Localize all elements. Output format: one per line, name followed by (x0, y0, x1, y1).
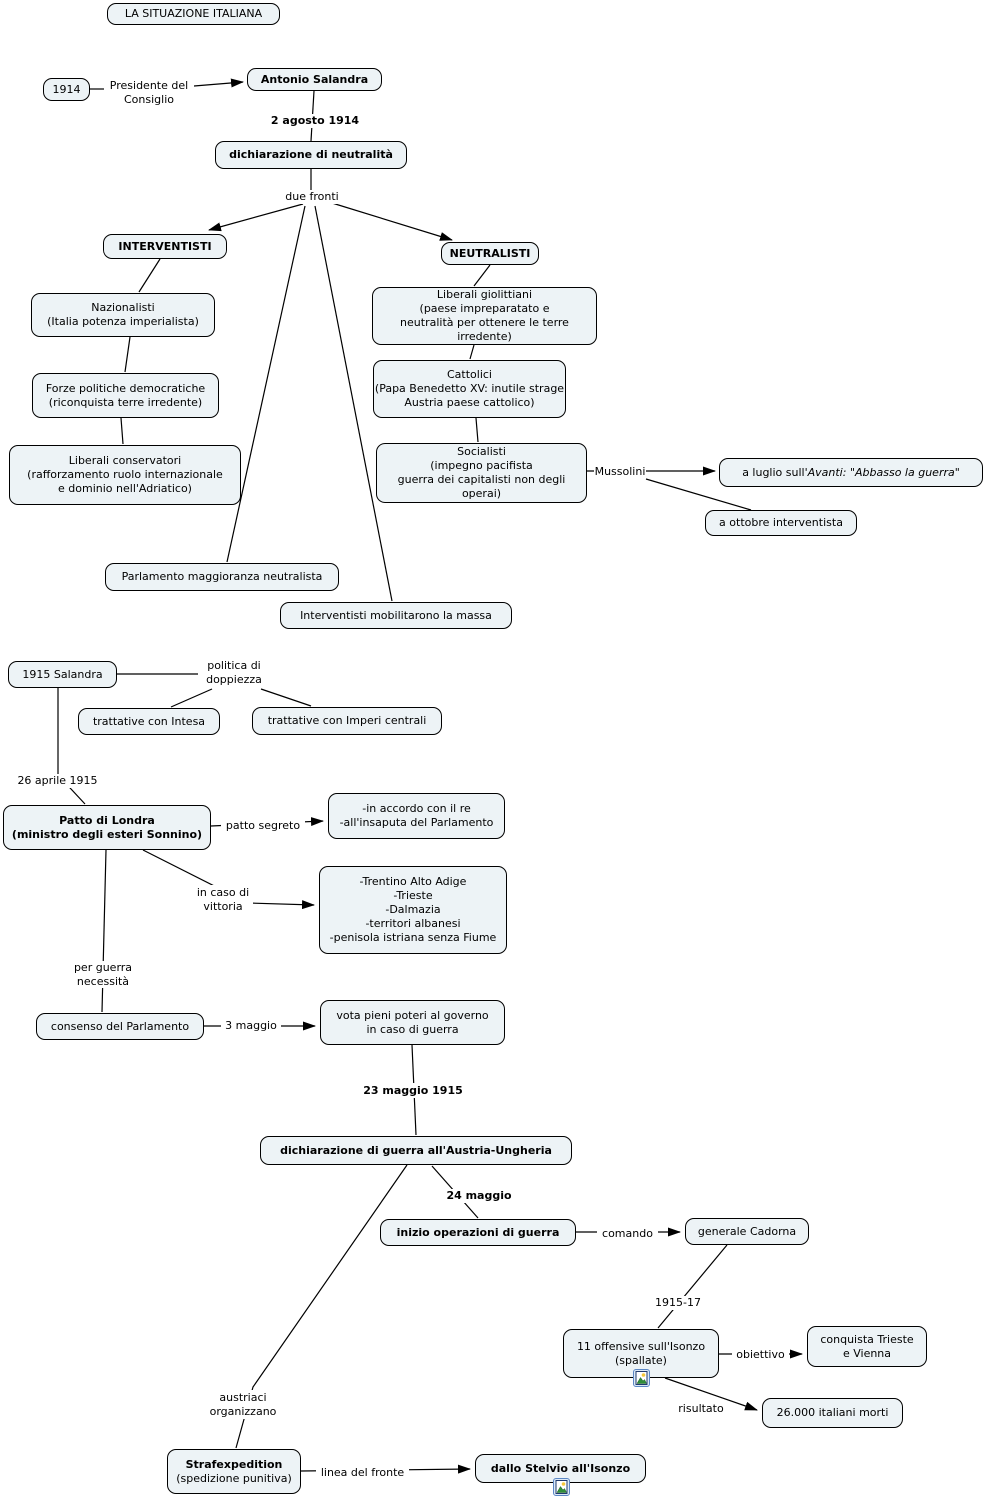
label-per-guerra-necessita[interactable]: per guerra necessità (73, 961, 133, 988)
node-inizio-operazioni[interactable]: inizio operazioni di guerra (380, 1219, 576, 1246)
label-in-caso-di-vittoria[interactable]: in caso di vittoria (193, 885, 253, 914)
node-interventisti-massa[interactable]: Interventisti mobilitarono la massa (280, 602, 512, 629)
node-neutralisti[interactable]: NEUTRALISTI (441, 242, 539, 265)
label-comando[interactable]: comando (597, 1226, 658, 1241)
node-antonio-salandra[interactable]: Antonio Salandra (247, 68, 382, 91)
node-avanti-abbasso-la-guerra[interactable]: a luglio sull'Avanti: "Abbasso la guerra… (719, 458, 983, 487)
label-politica-doppiezza[interactable]: politica di doppiezza (198, 658, 270, 687)
strafexpedition-subtitle: (spedizione punitiva) (176, 1471, 292, 1485)
node-socialisti[interactable]: Socialisti (impegno pacifista guerra dei… (376, 443, 587, 503)
label-26-aprile-1915[interactable]: 26 aprile 1915 (15, 774, 100, 788)
node-1915-salandra[interactable]: 1915 Salandra (8, 661, 117, 688)
node-forze-politiche[interactable]: Forze politiche democratiche (riconquist… (32, 373, 219, 418)
node-nazionalisti[interactable]: Nazionalisti (Italia potenza imperialist… (31, 293, 215, 337)
label-patto-segreto[interactable]: patto segreto (221, 818, 305, 833)
avanti-prefix: a luglio sull' (742, 465, 808, 479)
node-liberali-conservatori[interactable]: Liberali conservatori (rafforzamento ruo… (9, 445, 241, 505)
node-cattolici[interactable]: Cattolici (Papa Benedetto XV: inutile st… (373, 360, 566, 418)
node-parlamento-neutralista[interactable]: Parlamento maggioranza neutralista (105, 563, 339, 591)
node-vota-pieni-poteri[interactable]: vota pieni poteri al governo in caso di … (320, 1000, 505, 1045)
label-risultato[interactable]: risultato (675, 1402, 727, 1416)
node-trattative-intesa[interactable]: trattative con Intesa (78, 708, 220, 735)
node-title[interactable]: LA SITUAZIONE ITALIANA (107, 3, 280, 25)
node-strafexpedition[interactable]: Strafexpedition(spedizione punitiva) (167, 1449, 301, 1494)
node-dichiarazione-guerra[interactable]: dichiarazione di guerra all'Austria-Ungh… (260, 1136, 572, 1165)
node-italiani-morti[interactable]: 26.000 italiani morti (762, 1398, 903, 1428)
node-1914[interactable]: 1914 (43, 78, 90, 101)
node-generale-cadorna[interactable]: generale Cadorna (685, 1218, 809, 1245)
node-consenso-parlamento[interactable]: consenso del Parlamento (36, 1013, 204, 1040)
node-interventisti[interactable]: INTERVENTISTI (103, 234, 227, 259)
label-3-maggio[interactable]: 3 maggio (221, 1018, 281, 1033)
label-austriaci-organizzano[interactable]: austriaci organizzano (206, 1390, 280, 1419)
label-obiettivo[interactable]: obiettivo (732, 1347, 789, 1362)
label-2-agosto-1914[interactable]: 2 agosto 1914 (265, 114, 365, 128)
label-1915-17[interactable]: 1915-17 (650, 1296, 706, 1310)
label-mussolini[interactable]: Mussolini (594, 465, 646, 479)
node-a-ottobre-interventista[interactable]: a ottobre interventista (705, 510, 857, 536)
node-territori-promessi[interactable]: -Trentino Alto Adige -Trieste -Dalmazia … (319, 866, 507, 954)
label-due-fronti[interactable]: due fronti (281, 190, 343, 204)
label-24-maggio[interactable]: 24 maggio (441, 1189, 517, 1203)
picture-icon[interactable] (633, 1369, 650, 1387)
label-23-maggio-1915[interactable]: 23 maggio 1915 (355, 1083, 471, 1098)
strafexpedition-title: Strafexpedition (185, 1457, 283, 1471)
label-presidente-consiglio[interactable]: Presidente del Consiglio (104, 79, 194, 106)
node-accordo-re[interactable]: -in accordo con il re -all'insaputa del … (328, 793, 505, 839)
node-conquista-trieste-vienna[interactable]: conquista Trieste e Vienna (807, 1326, 927, 1367)
node-liberali-giolittiani[interactable]: Liberali giolittiani (paese impreparatat… (372, 287, 597, 345)
node-patto-di-londra[interactable]: Patto di Londra (ministro degli esteri S… (3, 805, 211, 850)
label-linea-del-fronte[interactable]: linea del fronte (316, 1465, 409, 1480)
node-offensive-isonzo[interactable]: 11 offensive sull'Isonzo (spallate) (563, 1329, 719, 1378)
picture-icon[interactable] (553, 1478, 570, 1496)
node-dichiarazione-neutralita[interactable]: dichiarazione di neutralità (215, 141, 407, 169)
node-trattative-imperi-centrali[interactable]: trattative con Imperi centrali (252, 707, 442, 735)
avanti-italic: Avanti: "Abbasso la guerra" (807, 465, 960, 479)
